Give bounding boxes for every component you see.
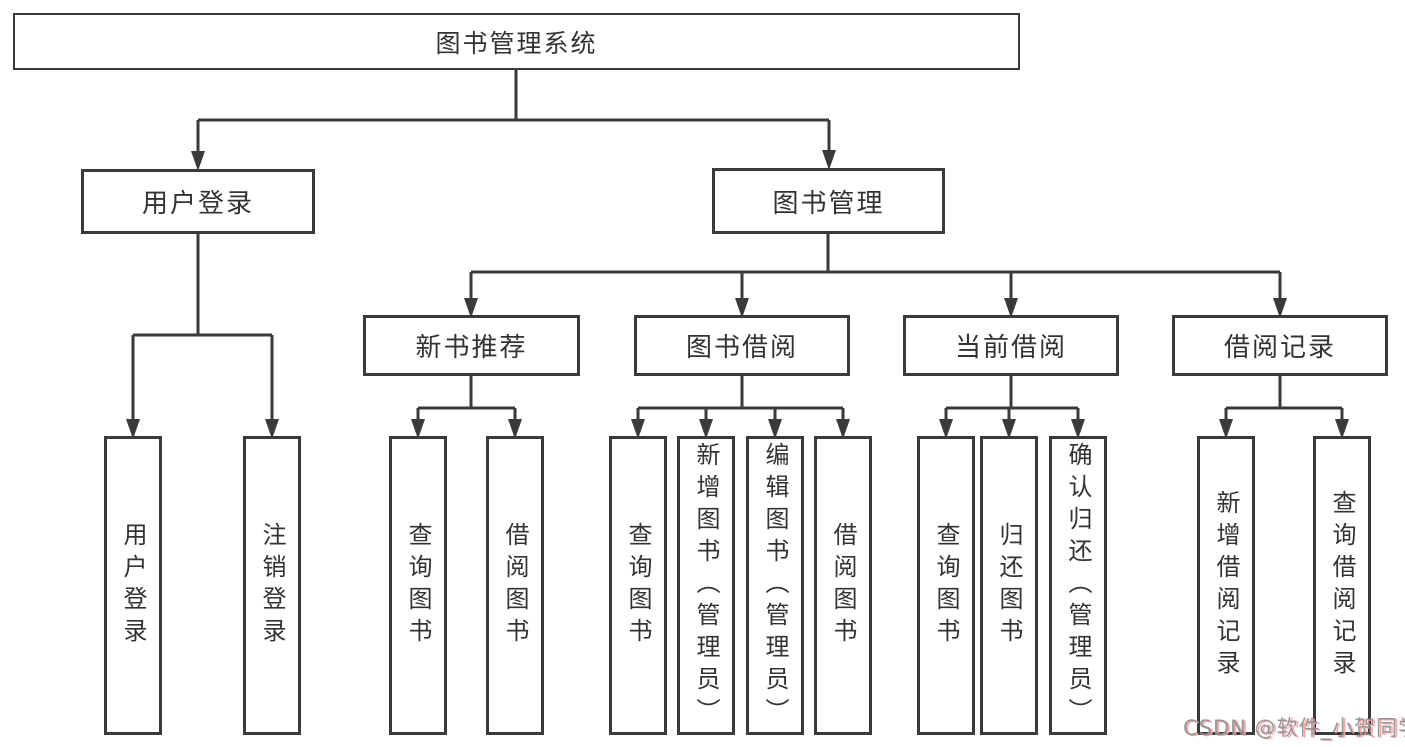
leaf-borrow-books-recommendation: 借阅图书 — [486, 436, 544, 735]
node-library-management-system: 图书管理系统 — [13, 13, 1020, 70]
leaf-borrow-books: 借阅图书 — [814, 436, 872, 735]
leaf-add-books-admin: 新增图书（管理员） — [677, 436, 735, 735]
leaf-query-books-borrowing: 查询图书 — [609, 436, 667, 735]
leaf-query-borrow-record: 查询借阅记录 — [1313, 436, 1371, 735]
leaf-query-books-recommendation: 查询图书 — [389, 436, 447, 735]
csdn-watermark: CSDN @软件_小贺同学 — [1183, 716, 1405, 740]
node-user-login: 用户登录 — [81, 169, 315, 234]
node-borrowing-records: 借阅记录 — [1172, 315, 1388, 376]
node-book-borrowing: 图书借阅 — [634, 315, 850, 376]
node-new-book-recommendation: 新书推荐 — [363, 315, 580, 376]
leaf-logout: 注销登录 — [243, 436, 301, 735]
leaf-add-borrow-record: 新增借阅记录 — [1197, 436, 1255, 735]
node-book-management: 图书管理 — [712, 168, 945, 234]
leaf-confirm-return-admin: 确认归还（管理员） — [1049, 436, 1107, 735]
leaf-edit-books-admin: 编辑图书（管理员） — [746, 436, 804, 735]
leaf-query-books-current: 查询图书 — [917, 436, 975, 735]
leaf-user-login: 用户登录 — [104, 436, 162, 735]
node-current-borrowing: 当前借阅 — [903, 315, 1119, 376]
leaf-return-books: 归还图书 — [980, 436, 1038, 735]
